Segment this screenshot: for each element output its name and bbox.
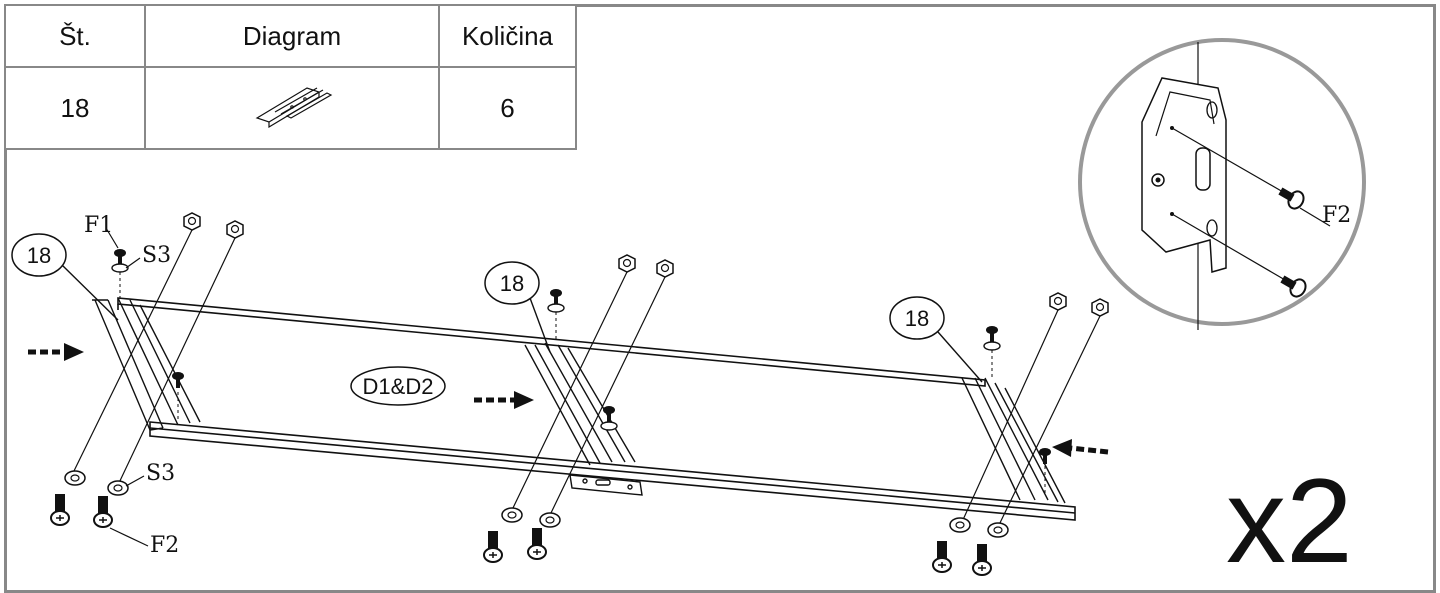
screw-icon [550,289,562,305]
svg-text:18: 18 [905,306,929,331]
washer-icon [501,507,523,523]
table-row: 18 6 [4,66,577,150]
nut-icon [1091,298,1109,317]
callout-18-middle: 18 [484,261,551,353]
bolt-icon [50,493,70,526]
cross-rail-right [961,377,1066,504]
washer-icon [987,522,1009,538]
connector-plate [569,474,643,496]
part-quantity: 6 [438,66,577,150]
header-number: Št. [4,4,146,68]
detail-view: F2 [1078,38,1366,330]
label-s3-top: S3 [142,243,171,268]
label-f2-bottom: F2 [150,533,179,558]
part-diagram-cell [144,66,440,150]
callout-d1-d2: D1&D2 [350,366,446,406]
bolt-icon [932,540,952,573]
svg-text:18: 18 [500,271,524,296]
svg-text:18: 18 [27,243,51,268]
callout-18-left: 18 [11,233,119,321]
bolt-icon [527,527,547,560]
part-number: 18 [4,66,146,150]
long-rail-top [117,297,986,387]
bolt-icon [93,495,113,528]
svg-text:D1&D2: D1&D2 [363,374,434,399]
washer-icon [539,512,561,528]
nut-icon [183,212,201,231]
bolt-icon [972,543,992,576]
multiplier-label: x2 [1226,454,1353,588]
screw-icon [603,406,615,422]
label-f1: F1 [84,213,113,238]
nut-icon [618,254,636,273]
nut-icon [226,220,244,239]
long-rail-bottom [149,421,1076,521]
screw-icon [172,372,184,388]
cross-rail-left [92,297,201,431]
washer-icon [107,480,129,496]
screw-icon [114,249,126,265]
nut-icon [656,259,674,278]
direction-arrow-left [28,343,84,361]
direction-arrow-middle [474,391,534,409]
table-header-row: Št. Diagram Količina [4,4,577,68]
label-s3-bottom: S3 [146,461,175,486]
parts-table: Št. Diagram Količina 18 6 [4,4,577,150]
washer-icon [949,517,971,533]
washer-icon [64,470,86,486]
bolt-icon [1278,187,1305,210]
callout-18-right: 18 [889,296,983,383]
cross-rail-middle [524,342,636,466]
nut-icon [1049,292,1067,311]
header-diagram: Diagram [144,4,440,68]
bolt-icon [1280,275,1307,298]
header-quantity: Količina [438,4,577,68]
rail-part-icon [255,86,333,128]
screw-icon [986,326,998,342]
bolt-icon [483,530,503,563]
direction-arrow-right [1052,439,1109,457]
